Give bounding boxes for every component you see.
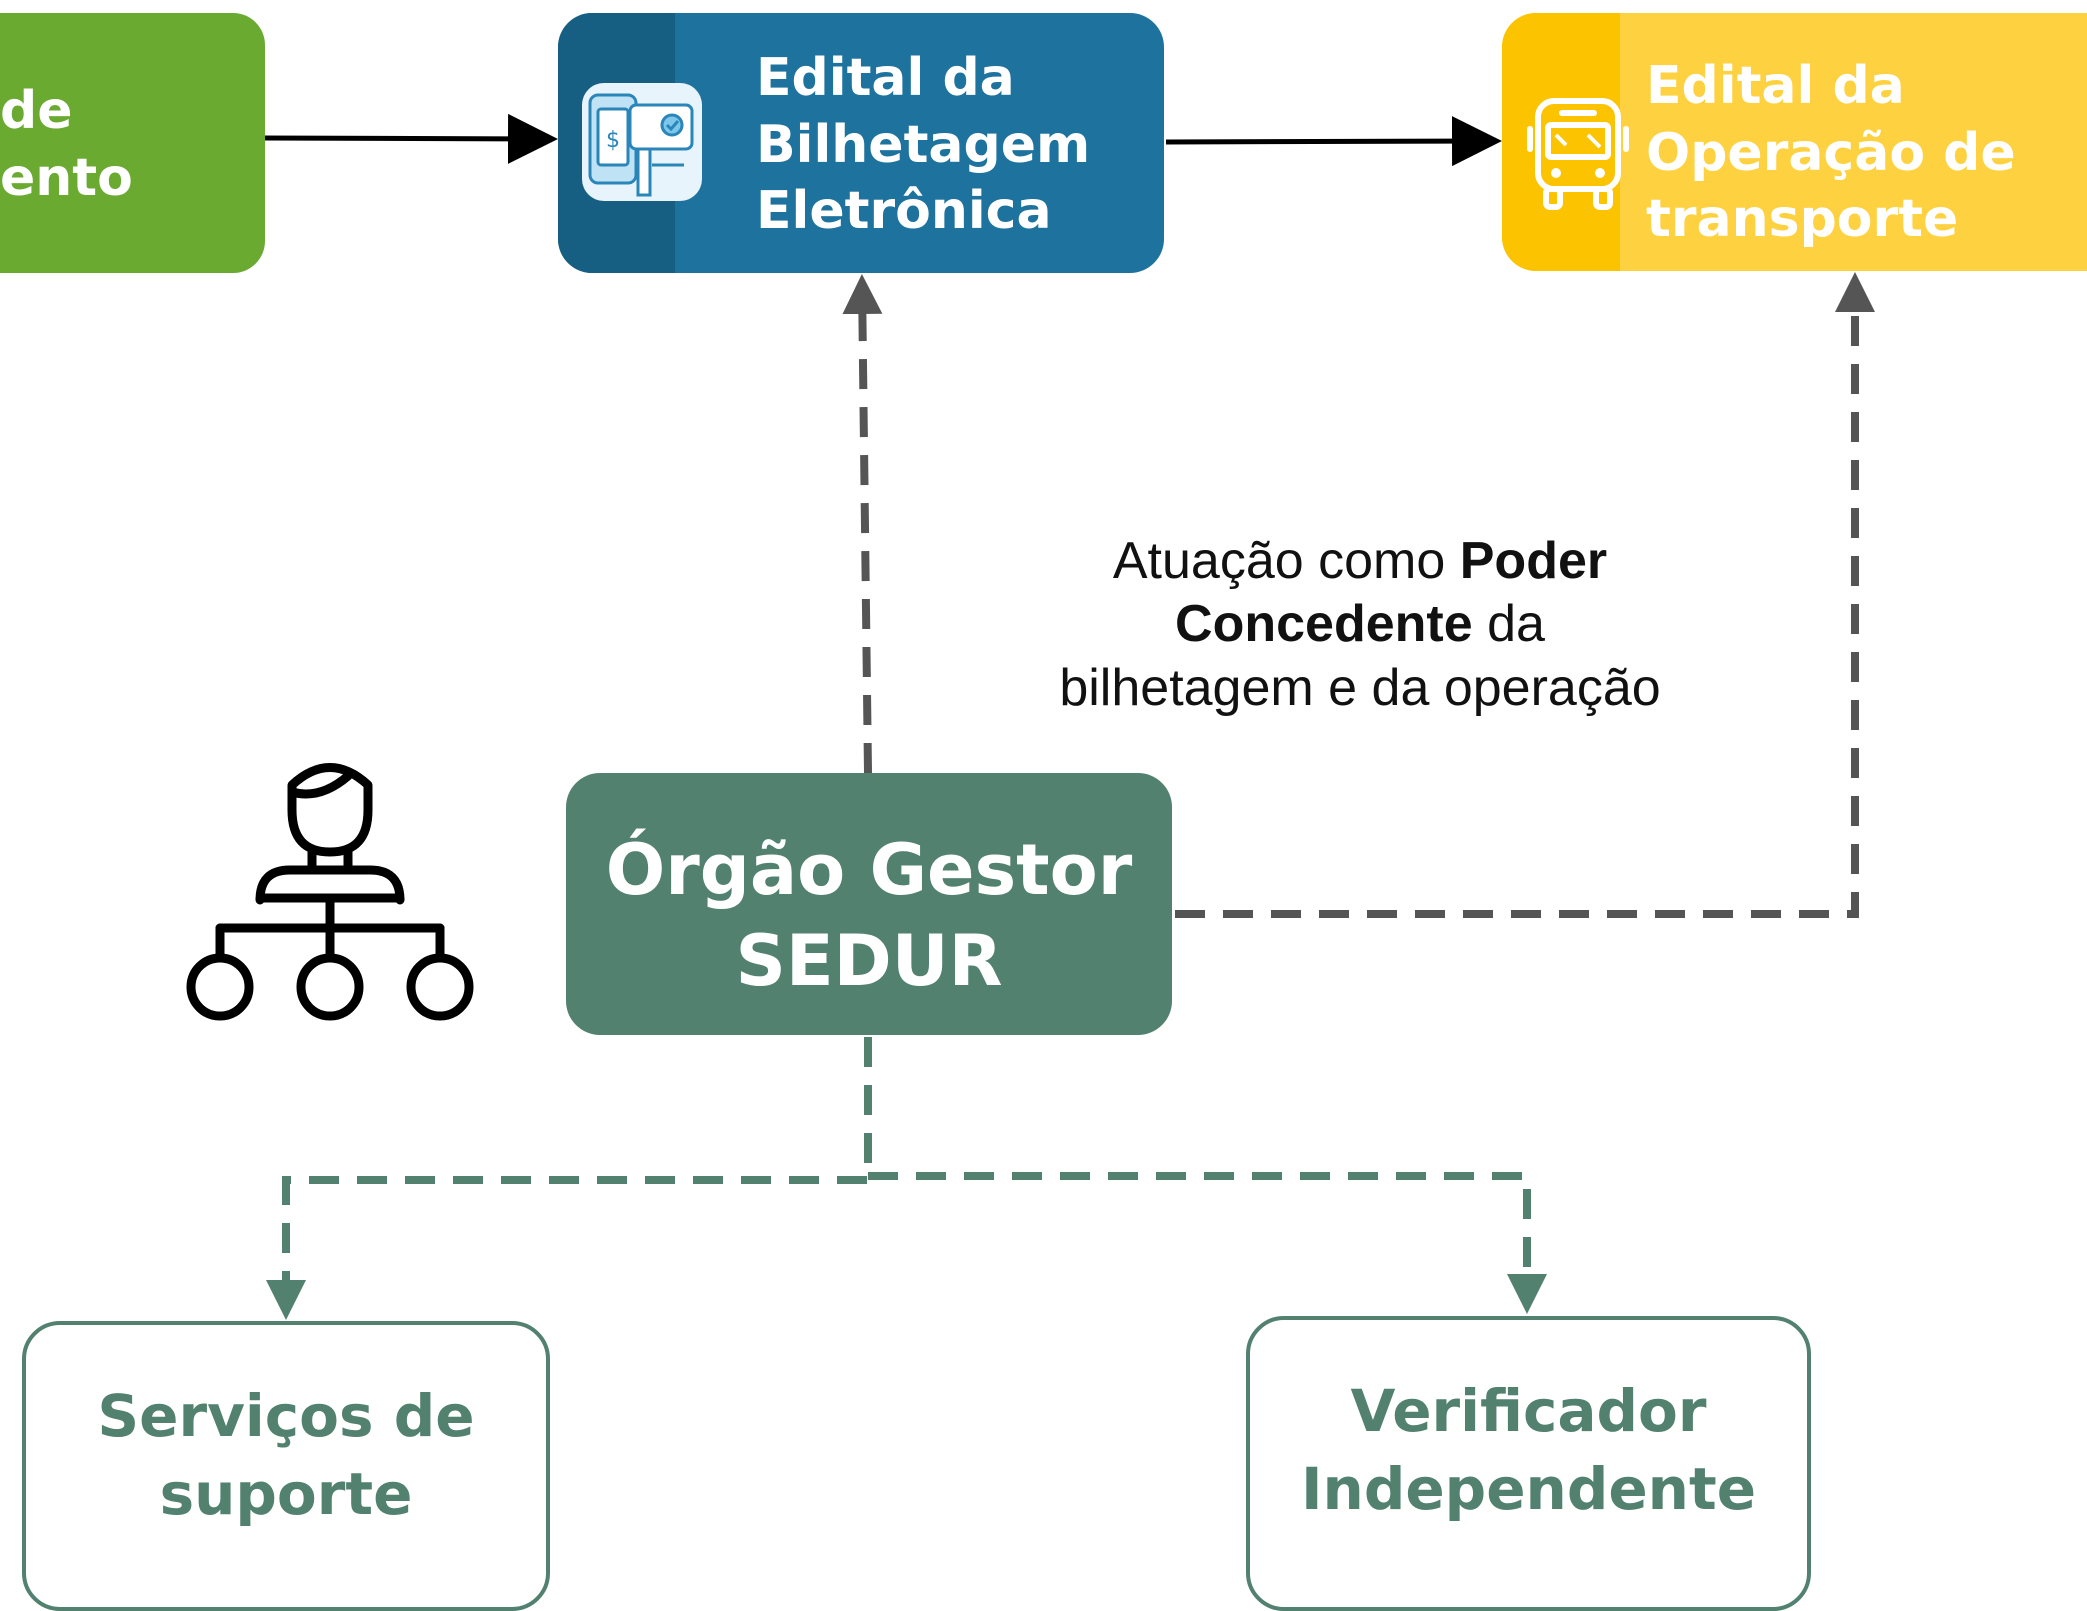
box-planejamento-line1: de (0, 81, 73, 141)
box-servicos-suporte-line1: Serviços de (97, 1382, 475, 1450)
box-verificador-independente: Verificador Independente (1246, 1316, 1811, 1611)
box-edital-bilhetagem-line3: Eletrônica (756, 181, 1052, 242)
annotation-line3: bilhetagem e da operação (1059, 658, 1661, 717)
annotation-poder-concedente: Atuação como Poder Concedente da bilheta… (960, 530, 1760, 720)
annotation-line1: Atuação como Poder (960, 530, 1760, 593)
box-edital-bilhetagem-label: Edital da Bilhetagem Eletrônica (756, 45, 1090, 245)
dash-sedur-to-blue (842, 274, 883, 774)
box-verificador-independente-label: Verificador Independente (1250, 1372, 1807, 1529)
dash-sedur-to-verificador (868, 1172, 1547, 1314)
box-orgao-gestor-line1: Órgão Gestor (605, 829, 1133, 911)
box-edital-operacao-line3: transporte (1646, 189, 1959, 250)
box-edital-operacao-label: Edital da Operação de transporte (1646, 53, 2016, 253)
box-servicos-suporte-label: Serviços de suporte (26, 1377, 546, 1534)
ticket-phone-icon: $ (582, 83, 702, 201)
annotation-bold-concedente: Concedente (1175, 595, 1473, 654)
dash-sedur-to-yellow (1175, 272, 1875, 918)
arrow-green-to-blue (261, 113, 558, 164)
box-servicos-suporte: Serviços de suporte (22, 1321, 550, 1611)
box-verificador-independente-line1: Verificador (1350, 1377, 1707, 1445)
box-orgao-gestor-line2: SEDUR (735, 920, 1003, 1002)
box-planejamento-label: de ento (0, 78, 133, 211)
box-edital-operacao-line2: Operação de (1646, 122, 2016, 183)
box-orgao-gestor-label: Órgão Gestor SEDUR (566, 825, 1172, 1007)
box-servicos-suporte-line2: suporte (159, 1460, 413, 1529)
box-edital-bilhetagem-line1: Edital da (756, 48, 1015, 108)
bus-icon (1527, 98, 1629, 210)
box-orgao-gestor: Órgão Gestor SEDUR (566, 773, 1172, 1035)
annotation-line2: Concedente da (960, 593, 1760, 656)
box-edital-bilhetagem: $ Edital da Bilhetagem Eletrônica (558, 13, 1164, 273)
box-verificador-independente-line2: Independente (1300, 1455, 1757, 1524)
box-edital-operacao: Edital da Operação de transporte (1502, 13, 2087, 271)
org-hierarchy-icon (186, 763, 474, 1021)
arrow-blue-to-yellow (1165, 116, 1502, 167)
box-planejamento: de ento (0, 13, 265, 273)
box-edital-bilhetagem-line2: Bilhetagem (756, 114, 1091, 175)
annotation-part4: da (1472, 595, 1545, 654)
box-planejamento-line2: ento (0, 147, 133, 208)
annotation-part1: Atuação como (1112, 532, 1460, 590)
svg-text:$: $ (606, 128, 620, 153)
annotation-bold-poder: Poder (1459, 532, 1608, 590)
connector-lines (261, 113, 1875, 1320)
dash-sedur-to-suporte (266, 1037, 872, 1320)
box-edital-operacao-line1: Edital da (1646, 56, 1905, 116)
